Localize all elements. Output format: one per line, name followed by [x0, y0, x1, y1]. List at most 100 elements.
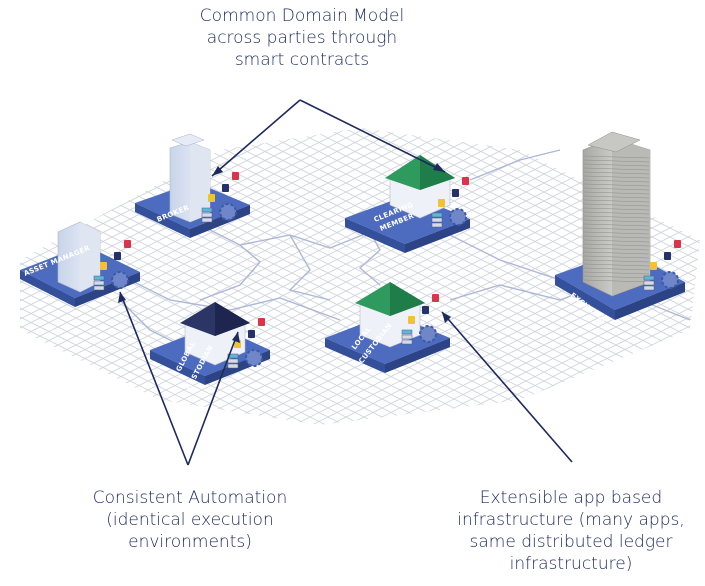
grid-line [663, 128, 700, 425]
grid-line [20, 128, 700, 425]
arrowheads [118, 163, 451, 343]
tower-band [583, 231, 650, 235]
grid-line [20, 128, 700, 425]
app-badge-icon [432, 294, 439, 302]
server-icon [227, 363, 239, 369]
grid-line [213, 128, 700, 425]
local-custodian-node: LOCAL CUSTODIAN [325, 282, 450, 373]
tower-band [583, 203, 650, 207]
gear-icon [245, 349, 263, 367]
tower-band [583, 199, 650, 203]
grid-line [20, 128, 487, 425]
app-badges [93, 172, 681, 369]
tower-band [583, 183, 650, 187]
grid-line [20, 128, 431, 425]
arrow-to-clearing-member [299, 99, 446, 173]
arrow-to-local-custodian [441, 311, 573, 463]
arrow-to-broker [211, 99, 301, 177]
app-badge-icon [100, 262, 107, 270]
arrow-to-global-custodian [187, 331, 239, 466]
grid-line [20, 128, 683, 425]
server-icon [431, 212, 443, 218]
grid-line [87, 128, 700, 425]
arrowhead-global-custodian [232, 332, 240, 343]
tower-band [583, 243, 650, 247]
gear-icon [111, 271, 129, 289]
caption-common-domain-model: Common Domain Model across parties throu… [199, 6, 405, 70]
gear-icon [419, 325, 437, 343]
grid-line [681, 128, 700, 425]
grid-line [20, 128, 595, 425]
app-badge-icon [208, 194, 215, 202]
grid-line [20, 128, 575, 425]
annotation-arrows [119, 99, 573, 466]
grid-line [20, 128, 613, 425]
grid-line [69, 128, 700, 425]
tower-band [583, 227, 650, 231]
grid-line [20, 128, 523, 425]
grid-line [20, 128, 71, 425]
tower-band [583, 195, 650, 199]
server-icon [643, 275, 655, 281]
app-badge-icon [452, 189, 459, 197]
grid-line [20, 128, 395, 425]
server-icon [401, 329, 413, 335]
server-icon [93, 275, 105, 281]
grid-line [51, 128, 700, 425]
tower-band [583, 223, 650, 227]
grid-line [20, 128, 700, 425]
grid-line [20, 128, 107, 425]
gear-icon [449, 208, 467, 226]
grid-line [20, 128, 505, 425]
grid-line [20, 128, 559, 425]
caption-consistent-automation: Consistent Automation (identical executi… [92, 488, 288, 552]
tower-band [583, 263, 650, 267]
arrowhead-local-custodian [442, 312, 451, 323]
app-badge-icon [438, 199, 445, 207]
arrow-to-asset-manager [119, 291, 189, 466]
tower-band [583, 179, 650, 183]
grid-line [87, 128, 700, 425]
grid-line [105, 128, 700, 425]
gear-icon [219, 203, 237, 221]
tower-band [583, 187, 650, 191]
grid-line [20, 128, 305, 425]
tower-band [583, 251, 650, 255]
tower-band [583, 255, 650, 259]
server-icon [431, 222, 443, 228]
tower-band [583, 219, 650, 223]
tower-band [583, 267, 650, 271]
server-icon [93, 285, 105, 291]
grid-line [20, 128, 557, 425]
global-custodian-node: GLOBAL CUSTODIAN [150, 302, 270, 391]
grid-line [20, 128, 611, 425]
server-icon [227, 358, 239, 364]
app-badge-icon [124, 240, 131, 248]
tower-band [583, 167, 650, 171]
tower-band [583, 155, 650, 159]
grid-line [20, 128, 53, 425]
tower-band [583, 207, 650, 211]
tower-band [583, 215, 650, 219]
grid-line [20, 128, 700, 425]
grid-line [20, 128, 700, 425]
grid-line [645, 128, 700, 425]
grid-line [20, 128, 700, 425]
app-badge-icon [408, 316, 415, 324]
app-badge-icon [248, 330, 255, 338]
tower-band [583, 239, 650, 243]
server-icon [227, 353, 239, 359]
app-badge-icon [462, 177, 469, 185]
grid-line [20, 128, 700, 425]
grid-line [20, 128, 287, 425]
grid-line [20, 128, 700, 425]
grid-line [0, 0, 16, 450]
grid-line [69, 128, 700, 425]
app-badge-icon [232, 172, 239, 180]
network-links [119, 149, 691, 346]
grid-line [20, 128, 539, 425]
grid-line [20, 128, 700, 425]
tower-band [583, 175, 650, 179]
grid-line [20, 128, 143, 425]
grid-line [20, 128, 467, 425]
